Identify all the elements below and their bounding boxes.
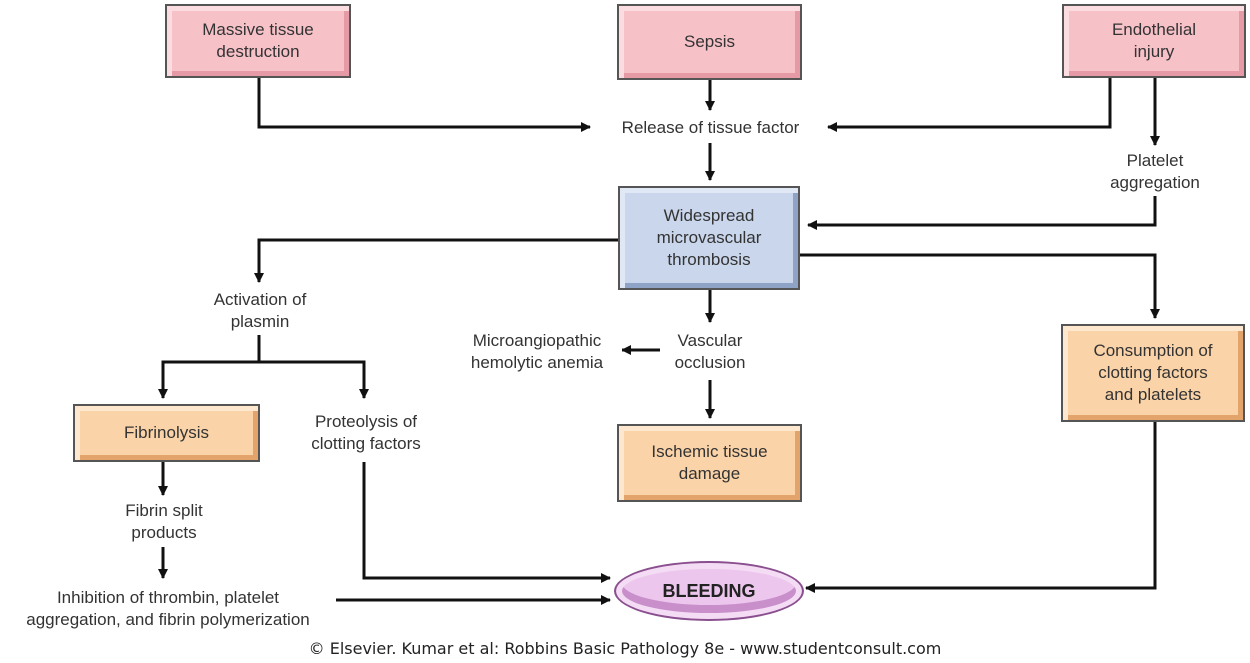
node-fibrinolysis: Fibrinolysis xyxy=(73,404,260,462)
node-release-tissue-factor: Release of tissue factor xyxy=(598,117,823,139)
arrow-proteolysis-to-bleeding xyxy=(362,462,611,583)
arrow-endothelial-to-release xyxy=(827,78,1112,132)
node-platelet-aggregation: Platelet aggregation xyxy=(1095,150,1215,194)
arrow-plasmin-to-fibrinolysis xyxy=(158,335,261,399)
arrow-platelet-to-thrombosis xyxy=(807,196,1157,230)
arrow-thrombosis-to-plasmin xyxy=(254,238,618,283)
node-bleeding: BLEEDING xyxy=(614,561,804,621)
arrow-thrombosis-to-consumption xyxy=(800,253,1160,319)
node-vascular-occlusion: Vascular occlusion xyxy=(660,330,760,374)
arrow-consumption-to-bleeding xyxy=(805,422,1157,593)
node-microangiopathic-anemia: Microangiopathic hemolytic anemia xyxy=(452,330,622,374)
node-massive-tissue-destruction: Massive tissue destruction xyxy=(165,4,351,78)
node-consumption: Consumption of clotting factors and plat… xyxy=(1061,324,1245,422)
node-proteolysis: Proteolysis of clotting factors xyxy=(292,411,440,455)
node-endothelial-injury: Endothelial injury xyxy=(1062,4,1246,78)
arrow-massive-to-release xyxy=(257,78,591,132)
arrow-plasmin-to-proteolysis xyxy=(259,360,369,399)
node-ischemic-damage: Ischemic tissue damage xyxy=(617,424,802,502)
copyright-footer: © Elsevier. Kumar et al: Robbins Basic P… xyxy=(308,639,942,658)
node-activation-plasmin: Activation of plasmin xyxy=(190,289,330,333)
node-sepsis: Sepsis xyxy=(617,4,802,80)
node-widespread-thrombosis: Widespread microvascular thrombosis xyxy=(618,186,800,290)
node-fibrin-split-products: Fibrin split products xyxy=(108,500,220,544)
node-inhibition: Inhibition of thrombin, platelet aggrega… xyxy=(0,587,336,631)
